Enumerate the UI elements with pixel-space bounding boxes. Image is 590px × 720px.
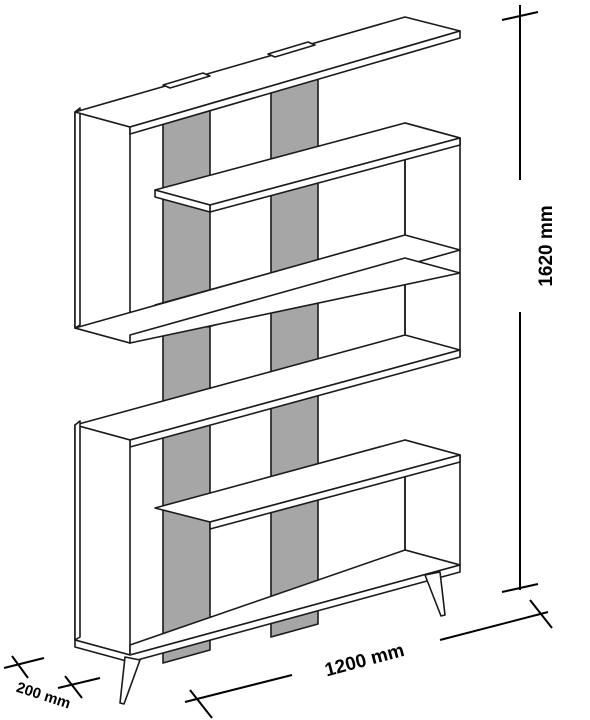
lower-left-side — [74, 420, 131, 656]
dimension-lines — [3, 5, 553, 719]
lower-left-side-front — [74, 424, 131, 656]
legs — [119, 571, 446, 705]
top-handle-left — [162, 72, 211, 89]
width-dimension-label: 1200 mm — [323, 640, 407, 681]
upper-left-side — [74, 107, 131, 344]
width-tick-right — [529, 599, 553, 629]
height-dimension-label: 1620 mm — [536, 205, 557, 286]
lower-shelf — [154, 439, 461, 530]
depth-tick-left — [11, 655, 29, 679]
upper-left-side-edge — [74, 107, 81, 329]
upper-bay-floor — [129, 257, 461, 344]
middle-board — [74, 234, 461, 448]
leg-right — [424, 571, 446, 617]
middle-board-top — [74, 234, 461, 344]
top-board-front — [129, 30, 461, 135]
height-tick-bottom — [501, 583, 539, 593]
top-board-top — [74, 16, 461, 128]
top-handle-right — [267, 41, 316, 58]
lower-left-side-edge — [74, 420, 81, 641]
depth-dimension-label: 200 mm — [14, 679, 72, 712]
depth-dimension-line-left — [3, 657, 45, 669]
bottom-board-front — [74, 564, 461, 663]
height-tick-top — [501, 11, 539, 21]
depth-tick-right — [64, 675, 83, 699]
upper-left-side-front — [74, 111, 131, 344]
lower-shelf-front — [209, 454, 461, 530]
bookshelf — [74, 16, 461, 705]
width-tick-left — [189, 689, 213, 719]
top-board — [74, 16, 461, 135]
width-dimension-line-right — [439, 611, 549, 641]
middle-long-board-top — [74, 334, 461, 441]
depth-dimension-line-right — [57, 677, 101, 689]
leg-left — [119, 656, 141, 705]
width-dimension-line-left — [184, 674, 293, 703]
upper-shelf-middle-face — [154, 189, 211, 213]
bottom-board — [74, 549, 461, 663]
